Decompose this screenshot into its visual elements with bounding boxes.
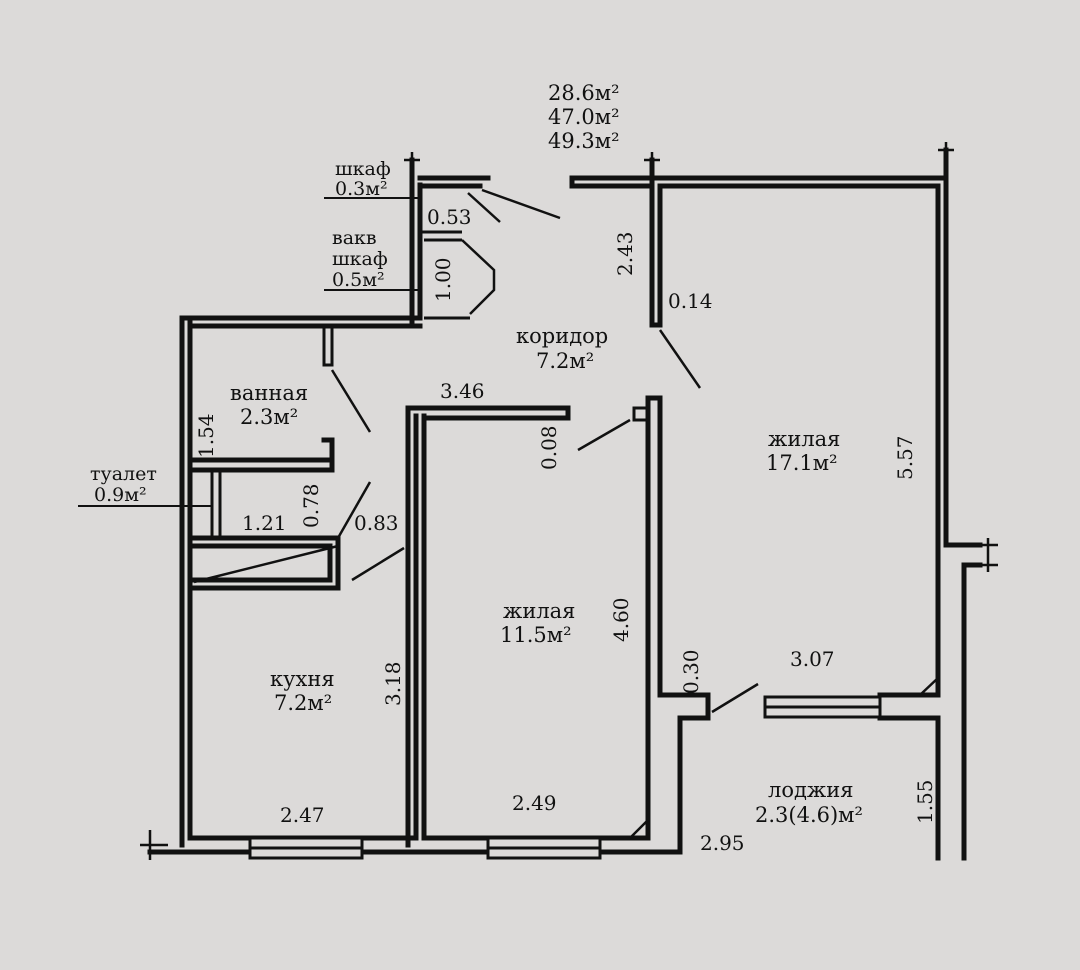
dim-2-47: 2.47 bbox=[280, 803, 325, 827]
leader-lines bbox=[78, 197, 420, 507]
doors bbox=[193, 188, 939, 839]
wall-closet-shelves bbox=[420, 230, 470, 320]
toilet-area: 0.9м² bbox=[94, 484, 147, 506]
area-totals: 28.6м² 47.0м² 49.3м² bbox=[548, 81, 620, 153]
dim-5-57: 5.57 bbox=[893, 435, 917, 480]
total-area-3: 49.3м² bbox=[548, 129, 620, 153]
closet1-area: 0.3м² bbox=[335, 178, 388, 200]
toilet-name: туалет bbox=[90, 463, 157, 485]
wall-outer-right bbox=[935, 147, 983, 861]
bathroom-area: 2.3м² bbox=[240, 405, 298, 429]
kitchen-name: кухня bbox=[270, 667, 335, 691]
break-marks bbox=[140, 142, 998, 860]
total-area-1: 28.6м² bbox=[548, 81, 620, 105]
dim-2-49: 2.49 bbox=[512, 791, 557, 815]
wall-toilet-bottom bbox=[187, 535, 341, 591]
dim-1-54: 1.54 bbox=[194, 413, 218, 458]
living-large-name: жилая bbox=[768, 427, 840, 451]
wall-bath-door-jamb bbox=[322, 326, 334, 367]
dim-3-07: 3.07 bbox=[790, 647, 835, 671]
wall-partition-kitchen bbox=[405, 405, 427, 848]
wall-top-large bbox=[569, 175, 949, 189]
dim-0-83: 0.83 bbox=[354, 511, 399, 535]
walls bbox=[147, 147, 983, 861]
total-area-2: 47.0м² bbox=[548, 105, 620, 129]
kitchen-area: 7.2м² bbox=[274, 691, 332, 715]
closet1-name: шкаф bbox=[335, 158, 391, 180]
living-large-area: 17.1м² bbox=[766, 451, 838, 475]
wall-top-stub bbox=[569, 175, 655, 189]
room-labels: шкаф 0.3м² вакв шкаф 0.5м² коридор 7.2м²… bbox=[90, 158, 863, 827]
wall-partition-large bbox=[649, 157, 663, 328]
dim-1-00: 1.00 bbox=[431, 257, 455, 302]
living-small-name: жилая bbox=[503, 599, 575, 623]
dim-1-21: 1.21 bbox=[242, 511, 287, 535]
loggia-area: 2.3(4.6)м² bbox=[755, 803, 863, 827]
wall-closet-top bbox=[417, 175, 491, 189]
dim-0-78: 0.78 bbox=[299, 483, 323, 528]
loggia-name: лоджия bbox=[768, 778, 853, 802]
corridor-area: 7.2м² bbox=[536, 349, 594, 373]
dim-0-30: 0.30 bbox=[679, 649, 703, 694]
dim-1-55: 1.55 bbox=[913, 779, 937, 824]
dimensions: 0.53 1.00 2.43 0.14 3.46 0.08 1.54 0.78 … bbox=[194, 205, 937, 855]
wall-toilet-inner bbox=[210, 470, 222, 538]
wall-bath-top bbox=[179, 315, 423, 329]
wall-partition-small-large bbox=[645, 395, 663, 841]
bathroom-name: ванная bbox=[230, 381, 308, 405]
dim-0-08: 0.08 bbox=[537, 425, 561, 470]
closet2-area: 0.5м² bbox=[332, 269, 385, 291]
dim-4-60: 4.60 bbox=[609, 597, 633, 642]
windows bbox=[248, 695, 882, 860]
dim-3-18: 3.18 bbox=[381, 661, 405, 706]
wall-small-top-stub bbox=[632, 406, 650, 422]
dim-2-95: 2.95 bbox=[700, 831, 745, 855]
living-small-area: 11.5м² bbox=[500, 623, 572, 647]
wall-large-bottom bbox=[657, 692, 941, 861]
dim-0-14: 0.14 bbox=[668, 289, 713, 313]
wall-small-top bbox=[405, 405, 571, 421]
dim-0-53: 0.53 bbox=[427, 205, 472, 229]
closet2-name2: шкаф bbox=[332, 248, 388, 270]
wall-bath-bottom bbox=[187, 437, 335, 473]
dim-3-46: 3.46 bbox=[440, 379, 485, 403]
dim-2-43: 2.43 bbox=[613, 231, 637, 276]
closet2-name1: вакв bbox=[332, 227, 377, 249]
wall-closet-left bbox=[409, 157, 423, 329]
corridor-name: коридор bbox=[516, 324, 608, 348]
